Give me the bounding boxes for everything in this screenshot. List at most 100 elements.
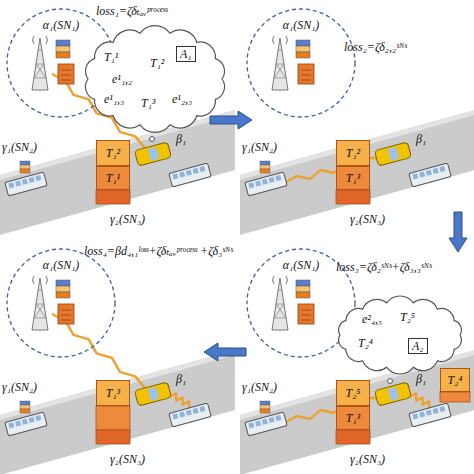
- vehicle-label: γ₂(SN₃): [110, 212, 145, 226]
- bus: [409, 163, 451, 187]
- task-graph-cloud: A₂: [332, 294, 468, 376]
- vehicle-label: γ₂(SN₃): [110, 452, 145, 466]
- queue-bar: [296, 52, 310, 58]
- bus-window: [269, 177, 275, 183]
- car-body: [375, 382, 412, 406]
- loss-formula: loss₁=ζδₜₐᵥᵖʳᵒᶜᵉˢˢ: [96, 4, 168, 18]
- task-label: T₂⁴: [358, 336, 373, 350]
- car-window: [148, 147, 160, 161]
- task-label: T₁³: [106, 386, 120, 400]
- bus-window: [275, 175, 281, 181]
- task-label: T₁²: [106, 146, 120, 160]
- base-station-tower: [32, 276, 48, 330]
- task-label: T₂⁵: [400, 310, 415, 324]
- bus: [5, 412, 47, 436]
- bus-window: [255, 180, 261, 186]
- edge-server: [58, 64, 74, 84]
- bus-window: [172, 173, 178, 179]
- task-label: T₁³: [346, 411, 360, 425]
- bus-queue-bar: [260, 165, 270, 169]
- wireless-link: [52, 314, 145, 388]
- queue-bar: [296, 280, 310, 286]
- loss-formula: loss₂=ζδ₂,₂ˢᴺˢ: [344, 40, 407, 54]
- bus-window: [179, 411, 185, 417]
- bus-body: [245, 172, 287, 196]
- bus-window: [199, 166, 205, 172]
- tower-body: [32, 278, 48, 330]
- service-node-label: α₁(SN₁): [6, 258, 116, 272]
- antenna-waves: [33, 36, 48, 44]
- vehicle-label: β₁: [176, 372, 186, 386]
- task-stack-segment: [96, 430, 130, 444]
- bus-queue-bar: [260, 161, 270, 165]
- antenna-waves: [273, 36, 288, 44]
- bus: [5, 172, 47, 196]
- task-block: T₁²: [96, 140, 130, 166]
- bus-queue-bar: [260, 409, 270, 413]
- cloud-outline: [332, 294, 468, 376]
- queue-bar: [56, 280, 70, 286]
- edge-weight-label: e²₄,₅: [362, 312, 382, 326]
- queue-bar: [56, 40, 70, 46]
- base-station-tower: [32, 36, 48, 90]
- task-block: T₂⁵: [336, 380, 370, 406]
- bus-window: [419, 411, 425, 417]
- bus: [245, 172, 287, 196]
- service-node-label: α₁(SN₁): [246, 18, 356, 32]
- bus-window: [179, 171, 185, 177]
- edge-weight-label: e¹₁,₂: [112, 72, 132, 86]
- bus-body: [169, 403, 211, 427]
- bus-window: [193, 168, 199, 174]
- bus-window: [186, 170, 192, 176]
- car-body: [135, 382, 172, 406]
- bus-window: [255, 420, 261, 426]
- task-label: T₁³: [346, 171, 360, 185]
- bus-body: [245, 412, 287, 436]
- bus-window: [433, 168, 439, 174]
- wireless-link: [168, 392, 194, 409]
- tower-lattice: [274, 50, 286, 78]
- vehicle-label: β₁: [416, 132, 426, 146]
- vehicle: [375, 382, 412, 406]
- queue-bar: [56, 286, 70, 292]
- task-stack-segment: [336, 190, 370, 204]
- queue-bar: [296, 46, 310, 52]
- task-graph-cloud: A₁: [80, 24, 230, 134]
- bus-window: [29, 417, 35, 423]
- vehicle-label: γ₁(SN₂): [2, 380, 37, 394]
- vehicle-label: γ₂(SN₃): [350, 212, 385, 226]
- vehicle: [135, 382, 172, 406]
- bus-queue-bar: [20, 161, 30, 165]
- edge-server: [298, 304, 314, 324]
- task-label: T₁¹: [104, 50, 118, 64]
- queue-bar: [56, 292, 70, 298]
- queue-bar: [56, 52, 70, 58]
- bus-window: [412, 173, 418, 179]
- loss-formula: loss₃=ζδ₂ˢᴺˢ+ζδ₃,₃ˢᴺˢ: [336, 260, 432, 274]
- bus-window: [419, 171, 425, 177]
- thought-tail: [150, 137, 155, 142]
- step-arrow: [210, 111, 252, 129]
- bus-queue-bar: [20, 165, 30, 169]
- tower-body: [272, 38, 288, 90]
- server-slots: [301, 310, 311, 320]
- bus-queue-bar: [20, 401, 30, 405]
- server-slots: [61, 310, 71, 320]
- vehicle-label: γ₂(SN₃): [350, 452, 385, 466]
- bus: [409, 403, 451, 427]
- bus-window: [269, 417, 275, 423]
- road: [240, 110, 474, 235]
- task-label: T₁³: [141, 96, 155, 110]
- bus-queue-bar: [260, 401, 270, 405]
- task-stack-segment: [96, 190, 130, 204]
- queue-bar: [296, 292, 310, 298]
- task-block: T₁³: [336, 406, 370, 430]
- server-slots: [61, 70, 71, 80]
- task-block: T₁³: [336, 166, 370, 190]
- dashed-range-circle: [7, 249, 115, 357]
- bus-window: [433, 408, 439, 414]
- bus-window: [248, 422, 254, 428]
- tower-body: [272, 278, 288, 330]
